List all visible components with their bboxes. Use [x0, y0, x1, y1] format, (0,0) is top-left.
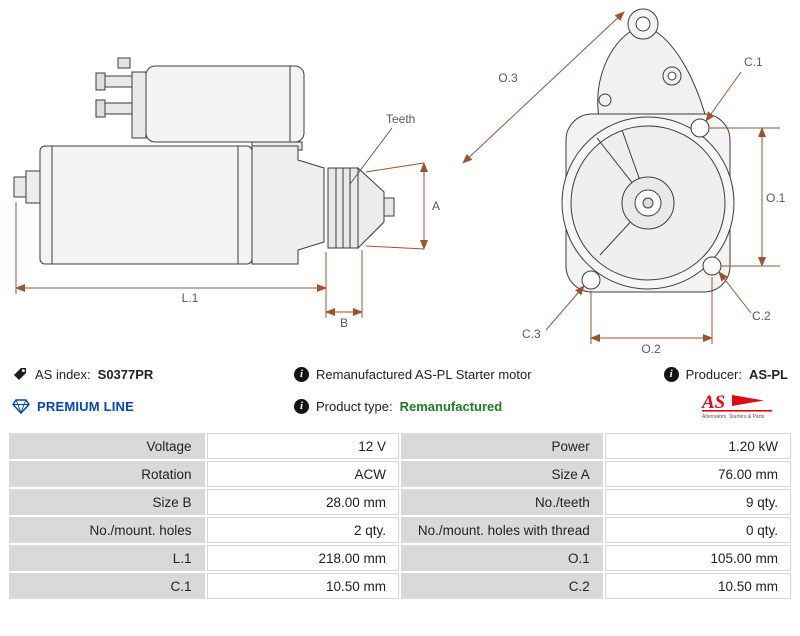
spec-value: 0 qty.	[604, 517, 791, 543]
producer-label: Producer:	[685, 366, 742, 382]
spec-value: 12 V	[206, 433, 399, 459]
info-icon: i	[294, 366, 309, 382]
dim-label-c1: C.1	[744, 55, 763, 69]
spec-table: Voltage 12 V Power 1.20 kW Rotation ACW …	[7, 431, 793, 601]
tag-icon	[14, 368, 26, 380]
logo-tagline: Alternators, Starters & Parts	[702, 414, 765, 420]
side-view	[13, 57, 395, 265]
spec-label: No./teeth	[400, 489, 603, 515]
spec-value: 1.20 kW	[604, 433, 791, 459]
spec-value: 218.00 mm	[206, 545, 399, 571]
as-index-value: S0377PR	[97, 366, 154, 382]
technical-drawing: Teeth A L.1 B	[13, 8, 786, 356]
spec-label: Size B	[9, 489, 205, 515]
teeth-leader-line	[349, 127, 393, 185]
info-icon: i	[663, 366, 679, 382]
spec-value: ACW	[206, 461, 399, 487]
dim-label-b: B	[340, 316, 348, 330]
dim-label-o2: O.2	[641, 342, 661, 356]
spec-label: No./mount. holes	[9, 517, 205, 543]
dim-label-o3: O.3	[498, 71, 518, 85]
front-view-dimensions	[462, 11, 780, 344]
spec-value: 2 qty.	[206, 517, 399, 543]
dim-label-o1: O.1	[766, 191, 786, 205]
info-icon: i	[294, 398, 309, 414]
spec-label: Voltage	[9, 433, 205, 459]
spec-label: Power	[400, 433, 603, 459]
spec-label: O.1	[400, 545, 603, 571]
dim-label-a: A	[432, 199, 440, 213]
front-view	[561, 8, 735, 293]
spec-value: 105.00 mm	[604, 545, 791, 571]
product-description: i Remanufactured AS-PL Starter motor	[294, 366, 656, 382]
side-view-dimensions	[15, 162, 428, 318]
spec-row: C.1 10.50 mm C.2 10.50 mm	[9, 573, 791, 599]
spec-value: 9 qty.	[604, 489, 791, 515]
dim-label-teeth: Teeth	[386, 112, 415, 126]
product-type-value: Remanufactured	[399, 398, 503, 414]
spec-row: No./mount. holes 2 qty. No./mount. holes…	[9, 517, 791, 543]
premium-line: PREMIUM LINE	[12, 399, 294, 414]
product-type-label: Product type:	[316, 398, 393, 414]
producer-value: AS-PL	[749, 366, 788, 382]
spec-label: L.1	[9, 545, 205, 571]
as-index: AS index: S0377PR	[12, 366, 294, 382]
brand-logo: AS Alternators, Starters & Parts	[700, 391, 788, 421]
dim-label-c2: C.2	[752, 309, 771, 323]
spec-value: 28.00 mm	[206, 489, 399, 515]
spec-value: 10.50 mm	[206, 573, 399, 599]
dim-label-c3: C.3	[522, 327, 541, 341]
spec-value: 10.50 mm	[604, 573, 791, 599]
premium-line-label: PREMIUM LINE	[37, 398, 135, 414]
product-description-text: Remanufactured AS-PL Starter motor	[316, 366, 532, 382]
product-info-strip: AS index: S0377PR i Remanufactured AS-PL…	[0, 358, 800, 427]
producer: i Producer: AS-PL	[663, 366, 788, 382]
diamond-icon	[12, 398, 30, 414]
starter-motor-diagram: Teeth A L.1 B	[13, 8, 786, 356]
dim-label-l1: L.1	[182, 291, 199, 305]
as-index-label: AS index:	[35, 366, 91, 382]
spec-label: C.2	[400, 573, 603, 599]
spec-row: L.1 218.00 mm O.1 105.00 mm	[9, 545, 791, 571]
spec-value: 76.00 mm	[604, 461, 791, 487]
spec-row: Voltage 12 V Power 1.20 kW	[9, 433, 791, 459]
spec-label: No./mount. holes with thread	[400, 517, 603, 543]
product-type: i Product type: Remanufactured	[294, 398, 656, 414]
spec-row: Rotation ACW Size A 76.00 mm	[9, 461, 791, 487]
spec-label: Rotation	[9, 461, 205, 487]
logo-arrow	[732, 395, 764, 406]
aspl-logo: AS Alternators, Starters & Parts	[701, 392, 772, 420]
spec-label: C.1	[9, 573, 205, 599]
spec-label: Size A	[400, 461, 603, 487]
logo-brand-text: AS	[701, 392, 725, 413]
spec-row: Size B 28.00 mm No./teeth 9 qty.	[9, 489, 791, 515]
